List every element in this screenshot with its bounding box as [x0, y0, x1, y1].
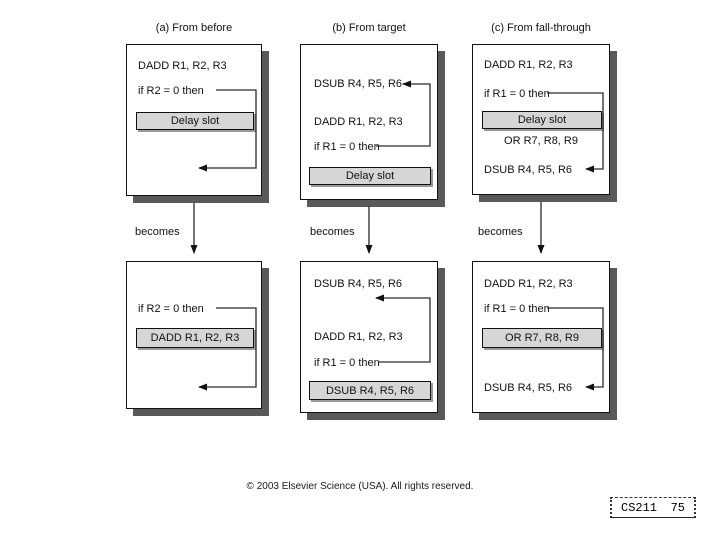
copyright-text: © 2003 Elsevier Science (USA). All right…	[246, 481, 474, 492]
filled-delay-slot-box: OR R7, R8, R9	[482, 328, 602, 348]
becomes-label-b: becomes	[310, 226, 355, 238]
delay-slot-label: Delay slot	[517, 114, 567, 126]
branch-instruction-line: if R2 = 0 then	[138, 303, 204, 315]
filled-delay-slot-box: DADD R1, R2, R3	[136, 328, 254, 348]
branch-target-line: DSUB R4, R5, R6	[314, 278, 403, 290]
branch-target-line: DSUB R4, R5, R6	[484, 164, 573, 176]
panel-b-scheduled-box: DSUB R4, R5, R6 DADD R1, R2, R3 if R1 = …	[300, 261, 438, 413]
branch-instruction-line: if R1 = 0 then	[314, 141, 380, 153]
becomes-label-c: becomes	[478, 226, 523, 238]
panel-b-original-box: DSUB R4, R5, R6 DADD R1, R2, R3 if R1 = …	[300, 44, 438, 200]
becomes-label-a: becomes	[135, 226, 180, 238]
delay-slot-label: Delay slot	[345, 170, 395, 182]
instruction-line: DADD R1, R2, R3	[138, 60, 227, 72]
delay-slot-box: Delay slot	[136, 112, 254, 130]
panel-a-title: (a) From before	[155, 22, 233, 34]
panel-a-scheduled-box: if R2 = 0 then DADD R1, R2, R3	[126, 261, 262, 409]
slide-number-box: CS211 75	[610, 497, 696, 518]
instruction-line: DADD R1, R2, R3	[314, 116, 403, 128]
filled-delay-slot-label: DSUB R4, R5, R6	[325, 384, 415, 397]
panel-c-scheduled-box: DADD R1, R2, R3 if R1 = 0 then OR R7, R8…	[472, 261, 610, 413]
instruction-line: DADD R1, R2, R3	[314, 331, 403, 343]
delay-slot-box: Delay slot	[482, 111, 602, 129]
branch-target-line: DSUB R4, R5, R6	[314, 78, 403, 90]
instruction-line: DADD R1, R2, R3	[484, 59, 573, 71]
course-label: CS211	[621, 500, 658, 515]
instruction-line: DADD R1, R2, R3	[484, 278, 573, 290]
branch-instruction-line: if R2 = 0 then	[138, 85, 204, 97]
slide-number: 75	[670, 500, 685, 515]
delay-slot-label: Delay slot	[170, 115, 220, 127]
panel-b-title: (b) From target	[332, 22, 406, 34]
delay-slot-box: Delay slot	[309, 167, 431, 185]
branch-instruction-line: if R1 = 0 then	[484, 303, 550, 315]
panel-a-original-box: DADD R1, R2, R3 if R2 = 0 then Delay slo…	[126, 44, 262, 196]
branch-instruction-line: if R1 = 0 then	[484, 88, 550, 100]
branch-instruction-line: if R1 = 0 then	[314, 357, 380, 369]
instruction-line: OR R7, R8, R9	[504, 135, 578, 147]
filled-delay-slot-box: DSUB R4, R5, R6	[309, 381, 431, 400]
filled-delay-slot-label: DADD R1, R2, R3	[150, 332, 240, 344]
filled-delay-slot-label: OR R7, R8, R9	[505, 332, 579, 344]
panel-c-title: (c) From fall-through	[491, 22, 591, 34]
branch-target-line: DSUB R4, R5, R6	[484, 382, 573, 394]
panel-c-original-box: DADD R1, R2, R3 if R1 = 0 then Delay slo…	[472, 44, 610, 195]
